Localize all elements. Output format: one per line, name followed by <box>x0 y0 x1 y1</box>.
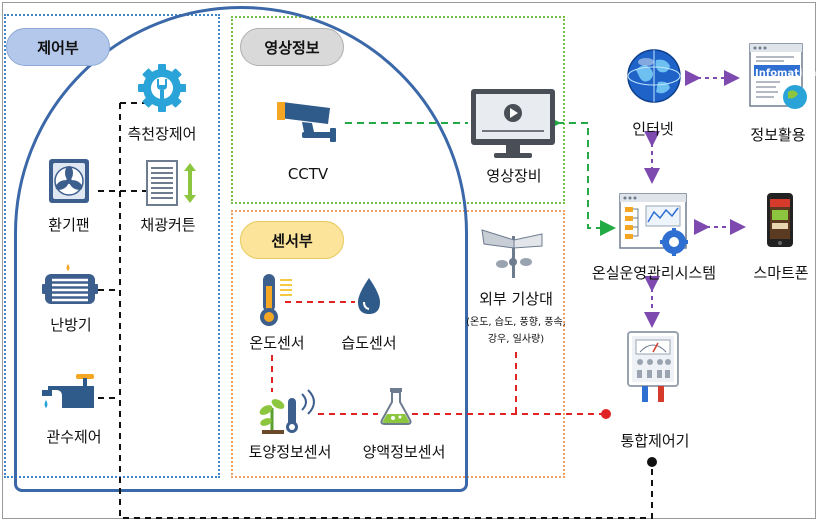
control-panel-icon <box>626 330 680 404</box>
info-badge-text: Infomation <box>755 68 817 79</box>
greenhouse-arch <box>14 6 468 492</box>
vent-fan-label: 환기팬 <box>48 216 90 234</box>
weather-station-detail-2: 강우, 일사량) <box>487 334 545 345</box>
curtain-icon <box>146 160 202 206</box>
gear-wrench-icon <box>136 62 188 114</box>
greenhouse-system-label: 온실운영관리시스템 <box>591 264 717 282</box>
video-section-label: 영상정보 <box>240 28 344 66</box>
smartphone-label: 스마트폰 <box>753 264 809 282</box>
information-window-icon <box>748 42 810 112</box>
weather-station-detail-1: (온도, 습도, 풍향, 풍속, <box>466 317 566 328</box>
nutrient-sensor-label: 양액정보센서 <box>362 443 446 461</box>
water-drop-icon <box>354 276 384 316</box>
cctv-label: CCTV <box>287 165 329 183</box>
video-system-link <box>545 115 616 236</box>
shade-curtain-label: 채광커튼 <box>140 216 196 234</box>
radiator-icon <box>42 262 98 308</box>
network-links <box>644 70 746 328</box>
soil-sensor-label: 토양정보센서 <box>248 443 332 461</box>
internet-label: 인터넷 <box>632 120 674 138</box>
irrigation-label: 관수제어 <box>46 428 102 446</box>
integrated-controller-label: 통합제어기 <box>620 432 690 450</box>
temp-sensor-label: 온도센서 <box>249 334 305 352</box>
control-section-label: 제어부 <box>6 28 110 66</box>
fan-icon <box>48 158 90 204</box>
weather-station-label: 외부 기상대 <box>479 290 553 308</box>
heater-label: 난방기 <box>50 316 92 334</box>
faucet-icon <box>38 372 98 416</box>
controller-bus-node <box>647 457 657 467</box>
ceiling-control-label: 측천장제어 <box>127 125 197 143</box>
flask-icon <box>378 386 414 426</box>
sensor-section-label: 센서부 <box>240 221 344 259</box>
info-use-label: 정보활용 <box>750 126 806 144</box>
smartphone-icon <box>766 192 794 248</box>
plant-sensor-icon <box>258 388 326 436</box>
sensor-links <box>271 301 604 415</box>
globe-icon <box>626 48 682 104</box>
anemometer-icon <box>480 222 546 278</box>
humidity-sensor-label: 습도센서 <box>341 334 397 352</box>
video-equipment-label: 영상장비 <box>486 167 542 185</box>
monitor-play-icon <box>470 88 556 160</box>
cctv-camera-icon <box>272 96 344 146</box>
dashboard-window-icon <box>618 192 690 256</box>
thermometer-icon <box>258 272 298 328</box>
controller-sensor-node <box>601 409 611 419</box>
